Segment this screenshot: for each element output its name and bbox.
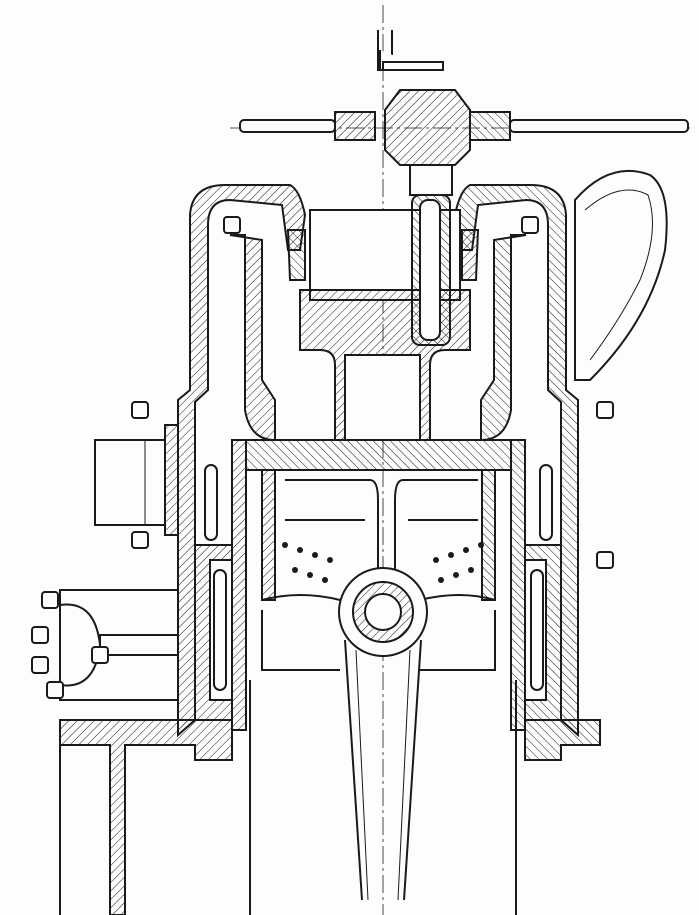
connecting-rod <box>249 567 517 915</box>
bolt-icon <box>521 216 539 234</box>
bolt-icon <box>131 531 149 549</box>
bolt-icon <box>31 656 49 674</box>
bolt-icon <box>596 551 614 569</box>
port-hole <box>453 572 459 578</box>
base-frame <box>59 719 601 915</box>
port-hole <box>433 557 439 563</box>
port-hole <box>297 547 303 553</box>
fuel-injector <box>239 30 689 346</box>
bolt-icon <box>223 216 241 234</box>
port-hole <box>322 577 328 583</box>
port-hole <box>327 557 333 563</box>
exhaust-port-left <box>94 424 179 536</box>
exhaust-horn <box>574 169 668 381</box>
port-hole <box>468 567 474 573</box>
port-hole <box>438 577 444 583</box>
port-holes <box>282 542 484 583</box>
port-hole <box>312 552 318 558</box>
port-hole <box>448 552 454 558</box>
bolts <box>31 216 614 699</box>
bolt-icon <box>46 681 64 699</box>
port-hole <box>307 572 313 578</box>
horn-inner-line <box>584 189 653 361</box>
port-hole <box>282 542 288 548</box>
cross-bar <box>245 439 512 471</box>
bolt-icon <box>131 401 149 419</box>
bolt-icon <box>41 591 59 609</box>
lower-piston <box>261 469 496 671</box>
bolt-icon <box>91 646 109 664</box>
bolt-icon <box>31 626 49 644</box>
port-hole <box>292 567 298 573</box>
port-hole <box>463 547 469 553</box>
left-flange <box>59 589 179 701</box>
bolt-icon <box>596 401 614 419</box>
port-hole <box>478 542 484 548</box>
